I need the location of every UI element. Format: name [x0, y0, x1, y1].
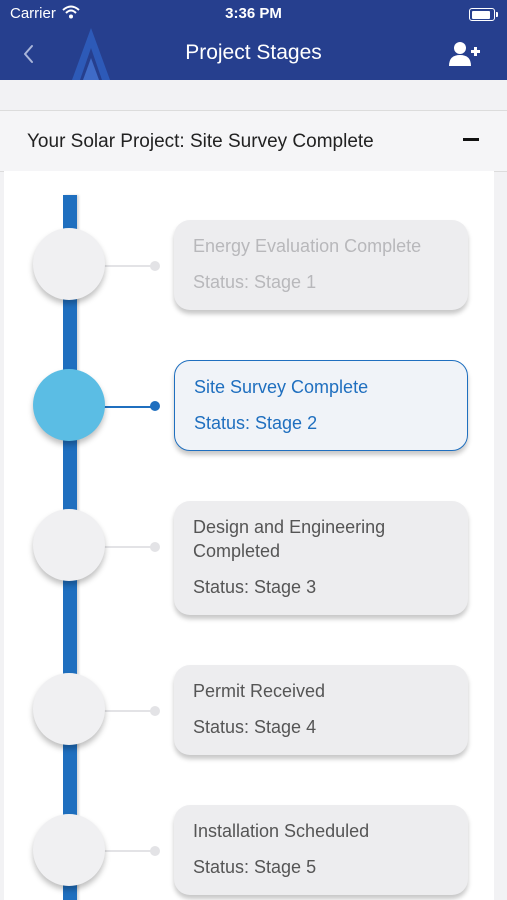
stage-4-title: Permit Received — [193, 681, 326, 701]
battery-icon — [469, 8, 498, 21]
stage-3-dot — [150, 542, 160, 552]
stage-5-dot — [150, 846, 160, 856]
status-time: 3:36 PM — [225, 5, 282, 22]
wifi-icon — [62, 5, 80, 19]
stage-5-card[interactable]: Installation Scheduled Status: Stage 5 — [174, 805, 468, 895]
stage-5-status: Status: Stage 5 — [193, 857, 317, 877]
stage-3-connector — [104, 546, 154, 548]
add-user-icon[interactable] — [449, 40, 481, 68]
stage-1-card[interactable]: Energy Evaluation Complete Status: Stage… — [174, 220, 468, 310]
stage-2-dot — [150, 401, 160, 411]
status-bar: Carrier 3:36 PM — [0, 0, 507, 28]
carrier-label: Carrier — [10, 5, 56, 22]
stage-5-title: Installation Scheduled — [193, 821, 370, 841]
stage-1-dot — [150, 261, 160, 271]
project-title: Your Solar Project: Site Survey Complete — [27, 131, 374, 152]
stage-2-title: Site Survey Complete — [194, 377, 369, 397]
collapse-icon[interactable] — [463, 138, 479, 141]
stage-5-connector — [104, 850, 154, 852]
stage-4-node — [33, 673, 105, 745]
page-title: Project Stages — [185, 41, 322, 64]
stages-timeline: Energy Evaluation Complete Status: Stage… — [4, 171, 494, 900]
stage-3-title: Design and Engineering Completed — [193, 517, 386, 561]
stage-2-status: Status: Stage 2 — [194, 413, 318, 433]
stage-2-node — [33, 369, 105, 441]
stage-4-dot — [150, 706, 160, 716]
logo-icon — [72, 28, 110, 80]
stage-2-card[interactable]: Site Survey Complete Status: Stage 2 — [174, 360, 468, 451]
stage-1-title: Energy Evaluation Complete — [193, 236, 422, 256]
stage-4-connector — [104, 710, 154, 712]
stage-4-card[interactable]: Permit Received Status: Stage 4 — [174, 665, 468, 755]
stage-5-node — [33, 814, 105, 886]
stage-3-status: Status: Stage 3 — [193, 577, 317, 597]
stage-4-status: Status: Stage 4 — [193, 717, 317, 737]
nav-bar: Project Stages — [0, 28, 507, 80]
stage-1-connector — [104, 265, 154, 267]
stage-3-card[interactable]: Design and Engineering Completed Status:… — [174, 501, 468, 615]
stage-2-connector — [104, 406, 154, 408]
stage-1-node — [33, 228, 105, 300]
top-bar: Carrier 3:36 PM Project Stages — [0, 0, 507, 80]
stage-1-status: Status: Stage 1 — [193, 272, 317, 292]
project-header[interactable]: Your Solar Project: Site Survey Complete — [0, 110, 507, 172]
back-chevron-icon[interactable] — [18, 40, 42, 68]
stage-3-node — [33, 509, 105, 581]
